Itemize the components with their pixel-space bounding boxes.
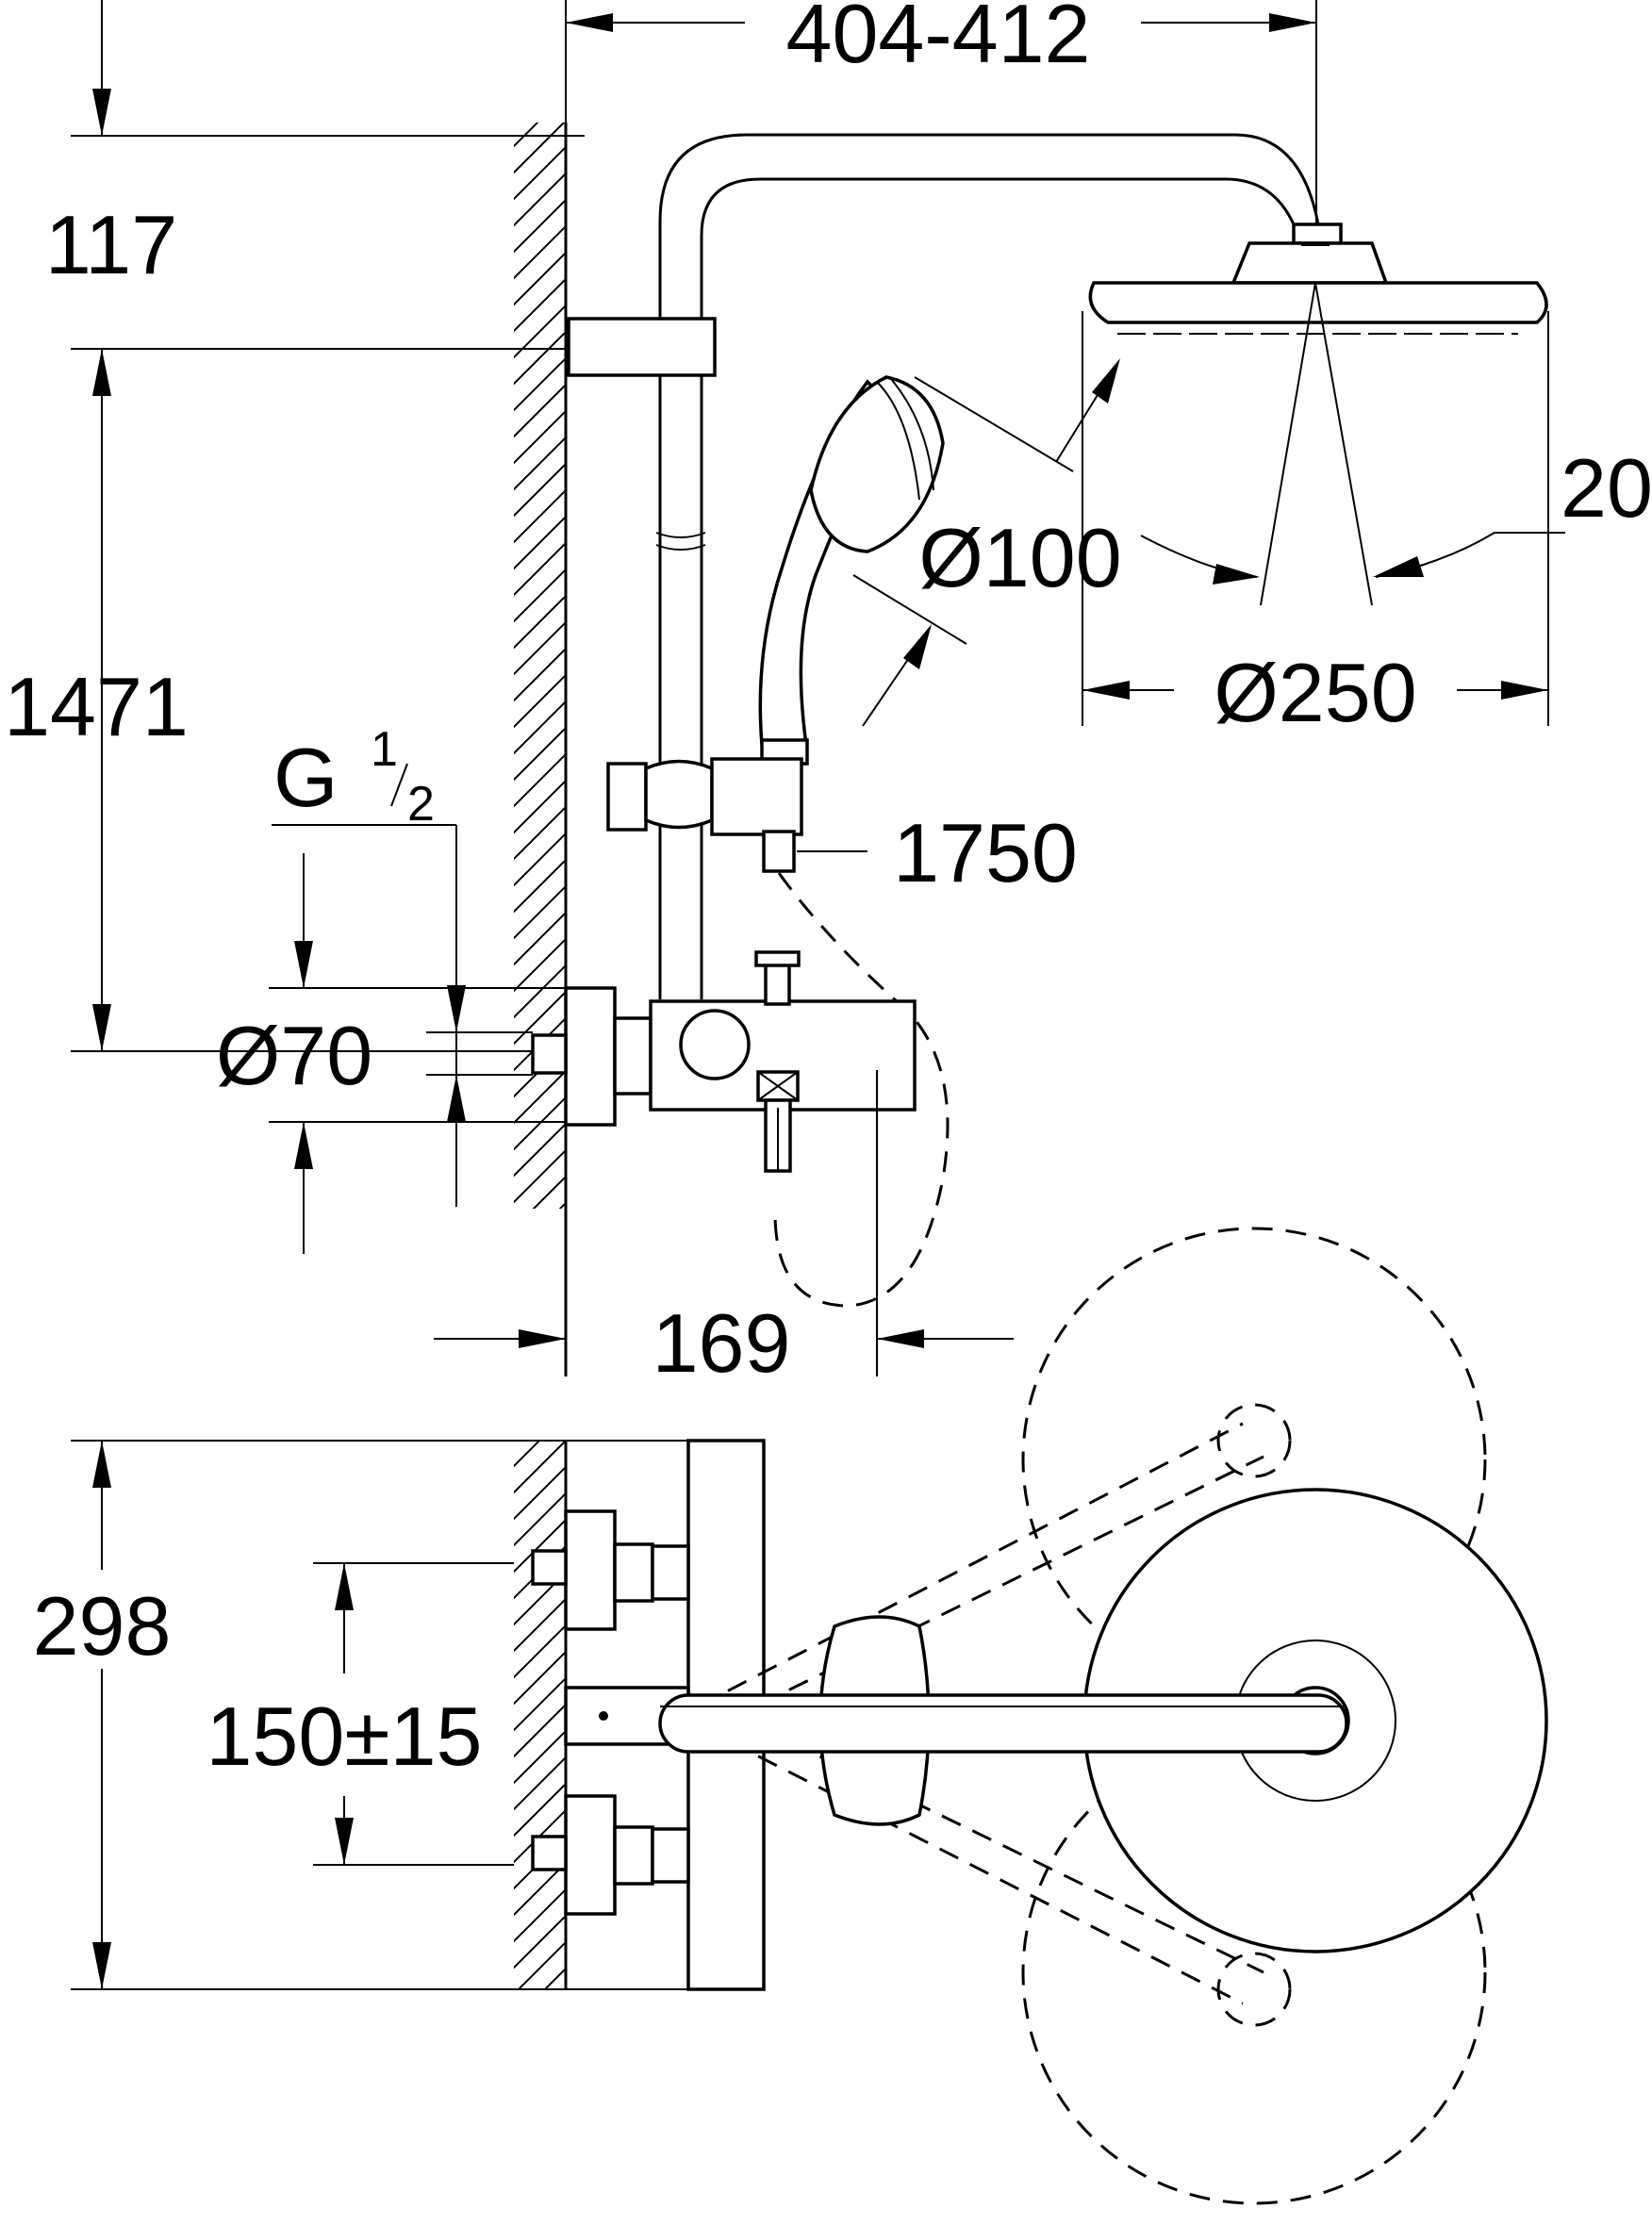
wall-bracket [567,317,717,377]
projection-dimension: 169 [434,1070,1014,1390]
side-view: 404-412 117 1471 [4,0,1652,1390]
shower-hose [773,872,950,1308]
projection-label: 169 [653,1296,791,1390]
width-dimension: 404-412 [565,0,1317,236]
thread-numerator: 1 [371,722,398,777]
height-label: 1471 [4,660,189,753]
thread-denominator: 2 [407,777,435,832]
hose-length-label: 1750 [893,806,1078,899]
shower-arm-top [658,1693,1348,1754]
head-diameter-dimension: Ø250 [1082,646,1548,739]
hand-shower-diameter-label: Ø100 [918,511,1121,604]
width-label: 404-412 [786,0,1091,80]
thread-main-label: G [273,731,338,824]
height-dimensions: 117 1471 [4,0,585,1052]
pipe-diameter-label: Ø70 [216,1009,372,1102]
depth-label: 298 [33,1579,172,1673]
swivel-positions [697,1227,1487,2205]
hand-shower: Ø100 [758,358,1122,766]
head-shower [1082,222,1549,726]
angle-label: 20° [1561,441,1652,535]
thermostat-mixer [531,950,917,1173]
shower-riser [567,133,1320,999]
connection-dimensions: G 1 2 Ø70 [216,722,566,1254]
head-diameter-label: Ø250 [1214,646,1416,739]
top-offset-label: 117 [45,198,177,291]
wall-side [514,123,568,1376]
depth-dimension: 298 [33,1440,764,1990]
hand-shower-holder: 1750 [606,757,1078,899]
angle-dimension: 20° [1140,441,1652,585]
top-view: 298 150±15 [33,1227,1548,2205]
centers-dimension: 150±15 [206,1562,514,1866]
centers-label: 150±15 [206,1689,482,1783]
wall-top [514,1441,568,1989]
